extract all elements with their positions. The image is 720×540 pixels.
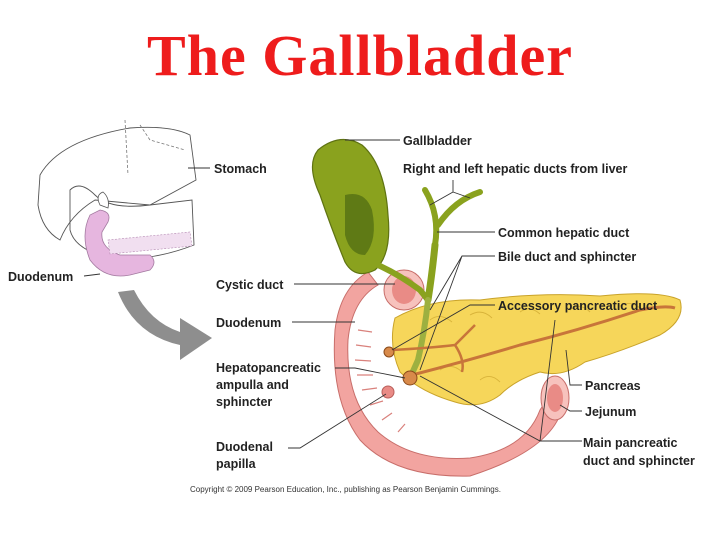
- leader-accessory-duct: [391, 304, 495, 351]
- label-accessory-duct: Accessory pancreatic duct: [498, 299, 658, 313]
- jejunum-lumen: [547, 384, 563, 412]
- label-hepato-line3: sphincter: [216, 395, 272, 409]
- duodenum-folds: [354, 329, 406, 433]
- label-bile-duct: Bile duct and sphincter: [498, 250, 636, 264]
- label-hepato-line2: ampulla and: [216, 378, 289, 392]
- leader-papilla: [288, 393, 387, 449]
- copyright-notice: Copyright © 2009 Pearson Education, Inc.…: [190, 485, 501, 494]
- label-main-duct-line2: duct and sphincter: [583, 454, 695, 468]
- hepatopancreatic-ampulla: [402, 370, 418, 386]
- label-pancreas: Pancreas: [585, 379, 641, 393]
- label-hepato-line1: Hepatopancreatic: [216, 361, 321, 375]
- main-pancreatic-duct: [411, 305, 676, 377]
- inset-liver-outline: [37, 126, 197, 241]
- inset-arrow: [118, 290, 212, 360]
- left-hepatic-duct: [435, 189, 483, 228]
- leader-jejunum: [559, 404, 582, 412]
- labels: Stomach Duodenum Gallbladder Right and l…: [8, 134, 695, 494]
- leader-main-duct: [419, 319, 582, 442]
- label-hepatic-ducts: Right and left hepatic ducts from liver: [403, 162, 627, 176]
- inset-overview: [37, 119, 212, 360]
- page-title: The Gallbladder: [147, 23, 573, 88]
- label-main-duct-line1: Main pancreatic: [583, 436, 678, 450]
- main-anatomy: [311, 139, 682, 477]
- leader-ampulla: [335, 367, 406, 379]
- label-stomach: Stomach: [214, 162, 267, 176]
- label-duodenum-left: Duodenum: [8, 270, 73, 284]
- common-hepatic-duct: [424, 241, 439, 304]
- label-gallbladder: Gallbladder: [403, 134, 472, 148]
- leader-pancreas: [565, 349, 582, 386]
- label-papilla-line1: Duodenal: [216, 440, 273, 454]
- right-hepatic-duct: [422, 187, 440, 248]
- inset-gallbladder: [97, 191, 109, 209]
- leader-hepatic-ducts: [429, 180, 471, 206]
- cystic-duct: [375, 262, 431, 303]
- duodenal-papilla: [381, 385, 395, 399]
- inset-duodenum: [84, 209, 155, 277]
- pancreas-lobules: [429, 303, 641, 383]
- label-papilla-line2: papilla: [216, 457, 257, 471]
- leader-lines: [83, 139, 582, 449]
- label-common-hepatic: Common hepatic duct: [498, 226, 630, 240]
- leader-duodenum-left: [83, 273, 101, 277]
- inset-liver-dashed: [124, 119, 186, 176]
- inset-pancreas: [107, 231, 193, 255]
- bile-duct: [407, 297, 431, 381]
- gallbladder-mucosa: [345, 194, 374, 255]
- label-jejunum: Jejunum: [585, 405, 636, 419]
- label-duodenum: Duodenum: [216, 316, 281, 330]
- label-cystic-duct: Cystic duct: [216, 278, 284, 292]
- leader-bile-duct: [419, 255, 495, 371]
- duct-branch: [453, 344, 464, 373]
- accessory-sphincter: [383, 346, 395, 358]
